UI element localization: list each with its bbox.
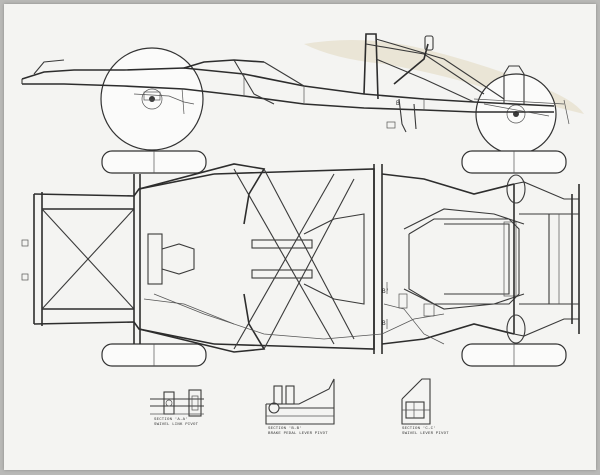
section-b-detail xyxy=(265,378,335,425)
rear-wheel-side xyxy=(100,47,204,151)
section-a-detail xyxy=(150,389,204,417)
front-wheel-side xyxy=(475,73,557,155)
section-c-caption: SECTION 'C-C' SWIVEL LEVER PIVOT xyxy=(402,427,449,437)
section-c-subtitle: SWIVEL LEVER PIVOT xyxy=(402,432,449,436)
section-b-title: SECTION 'B-B' xyxy=(268,427,302,431)
chassis-drawing xyxy=(21,33,584,425)
plan-marker-b2: B xyxy=(382,320,386,327)
section-a-caption: SECTION 'A-A' SWIVEL LINK PIVOT xyxy=(154,418,198,428)
section-a-subtitle: SWIVEL LINK PIVOT xyxy=(154,423,199,427)
section-b-subtitle: BRAKE PEDAL LEVER PIVOT xyxy=(268,432,328,436)
plan-view xyxy=(21,150,580,367)
section-c-detail xyxy=(401,378,431,425)
section-c-title: SECTION 'C-C' xyxy=(402,427,436,431)
section-b-caption: SECTION 'B-B' BRAKE PEDAL LEVER PIVOT xyxy=(268,427,328,437)
drawing-sheet: B' B B SECTION 'A-A' SWIVEL LINK PIVOT S… xyxy=(4,4,596,470)
side-elevation xyxy=(21,33,570,155)
side-marker-b: B xyxy=(396,100,400,107)
plan-marker-b1: B' xyxy=(382,288,390,295)
section-a-title: SECTION 'A-A' xyxy=(154,418,188,422)
